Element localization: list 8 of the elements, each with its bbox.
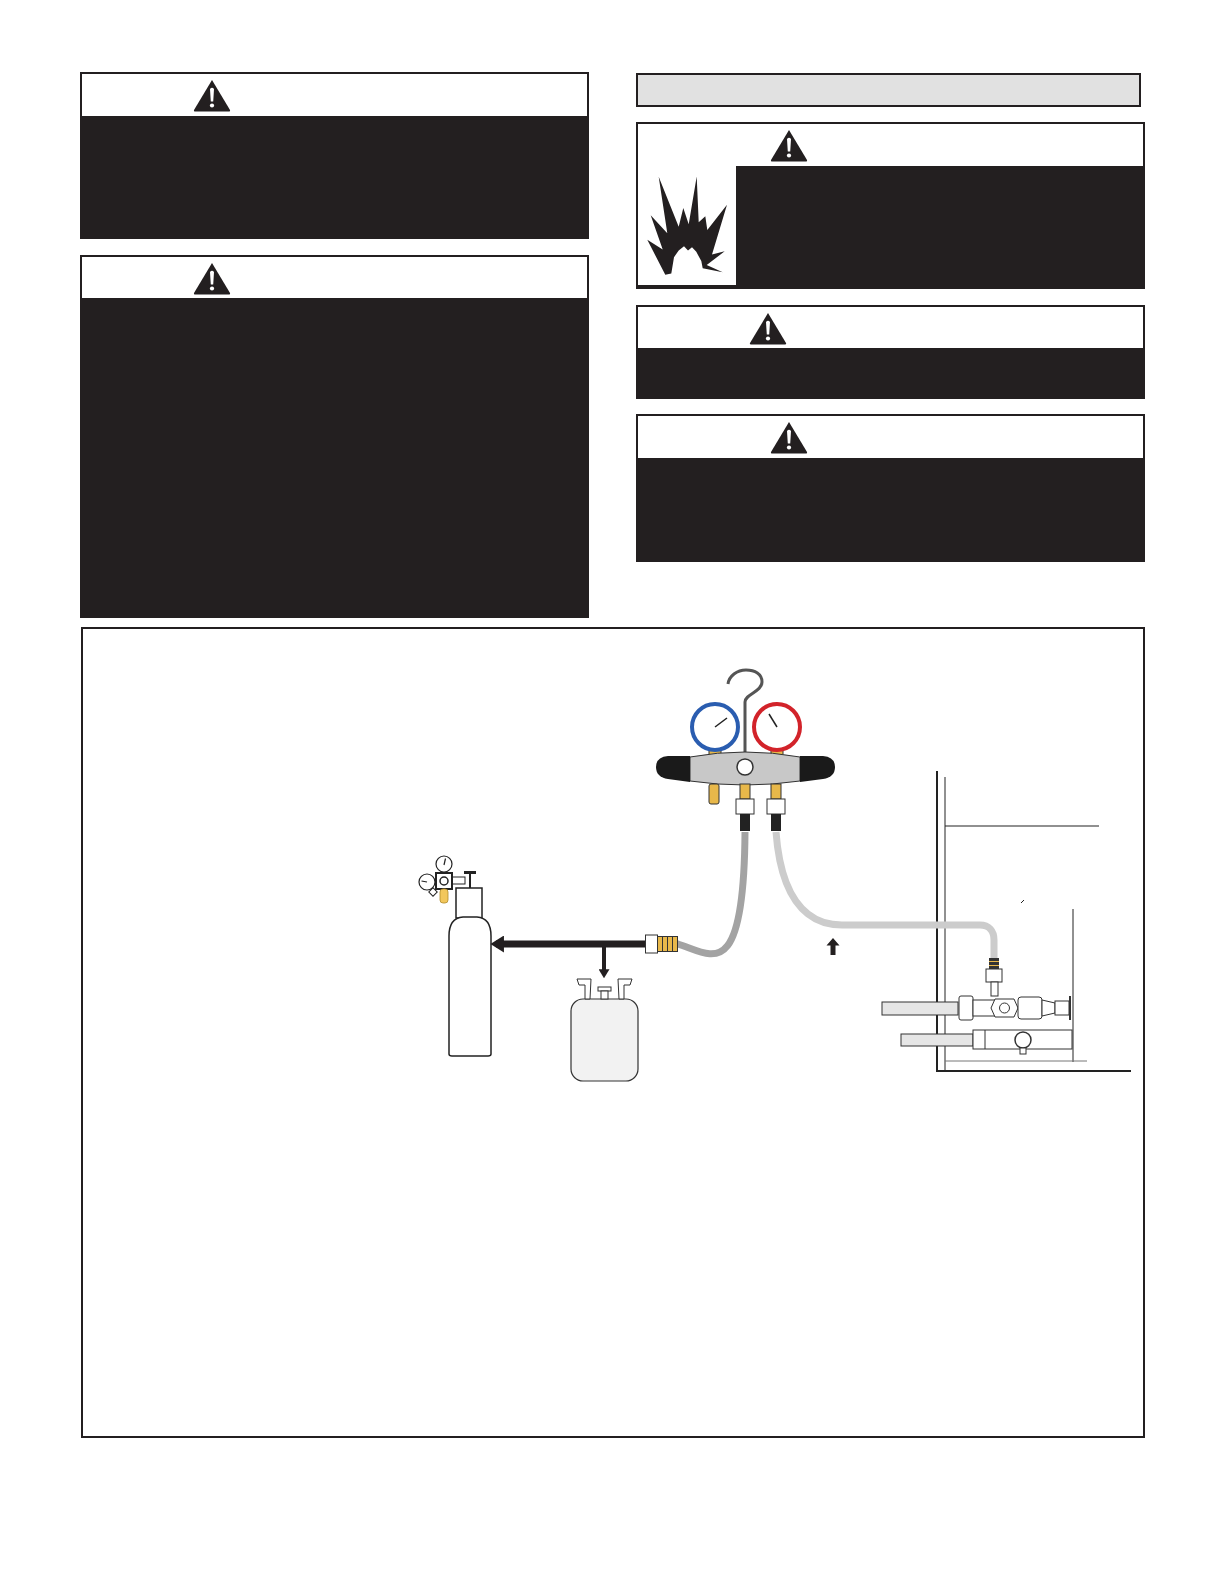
service-valve-drawing <box>958 958 1072 1021</box>
manifold-gauge-drawing <box>655 668 836 832</box>
heading-bar <box>636 73 1141 107</box>
hose <box>604 831 749 958</box>
arrow <box>490 935 604 953</box>
refrigerant-tank-drawing <box>570 978 639 1082</box>
gas-cylinder-drawing <box>418 855 492 1057</box>
arrow <box>598 944 610 979</box>
